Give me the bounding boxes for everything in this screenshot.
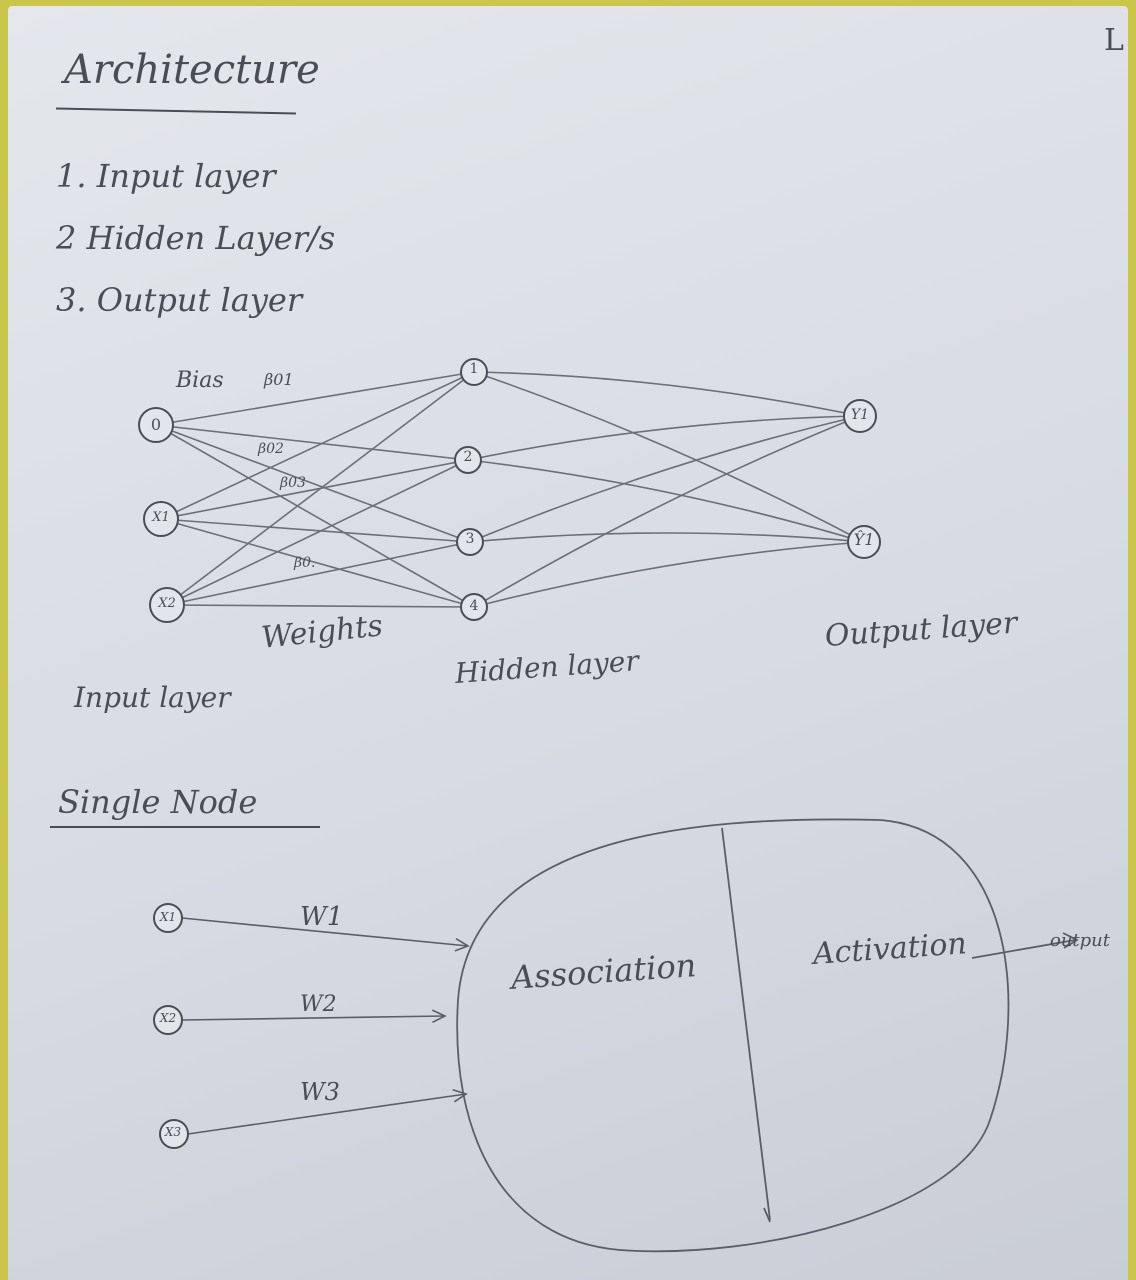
output-label: output (1050, 930, 1111, 951)
bias-weight-3: β03 (280, 475, 306, 491)
divider-arrow-tip (763, 1207, 771, 1223)
single-node-heading: Single Node (58, 783, 258, 821)
network-hidden-node (454, 446, 482, 474)
bias-weight-4: β0. (294, 555, 316, 571)
network-edge (166, 541, 471, 606)
network-node-label: X1 (152, 510, 170, 525)
network-edge (469, 415, 861, 543)
network-input-node (143, 501, 179, 537)
network-node-label: 3 (465, 531, 475, 547)
network-edge (160, 518, 471, 543)
single-node-input-edge (187, 1093, 467, 1135)
single-node-input (159, 1119, 189, 1149)
network-edge (166, 371, 475, 606)
single-node-input-arrowhead (431, 1009, 447, 1023)
network-edge (473, 415, 861, 608)
single-node-input-edge (181, 1015, 446, 1021)
network-hidden-node (460, 593, 488, 621)
network-output-node (843, 399, 877, 433)
bias-label: Bias (176, 368, 224, 393)
single-node-heading-underline (50, 826, 320, 828)
network-node-label: Ŷ1 (853, 530, 875, 549)
single-node-input-edge (181, 917, 469, 947)
single-node-weight-label: W3 (300, 1078, 340, 1106)
network-edge (155, 424, 471, 543)
network-edge (155, 424, 475, 608)
network-node-label: 2 (463, 449, 473, 465)
network-input-node (138, 407, 174, 443)
input-layer-caption: Input layer (74, 681, 231, 714)
network-node-label: X2 (158, 596, 176, 611)
bias-weight-1: β01 (264, 370, 294, 389)
network-node-label: 4 (469, 598, 479, 614)
notebook-page (8, 6, 1128, 1280)
network-edge (473, 371, 861, 417)
network-edge (166, 604, 475, 608)
network-node-label: Y1 (850, 407, 870, 423)
single-node-input-arrowhead (454, 938, 470, 952)
network-edge (160, 459, 469, 520)
corner-mark: L (1104, 23, 1124, 58)
network-input-node (149, 587, 185, 623)
network-edge (166, 459, 469, 606)
layer-list-item-1: 1. Input layer (56, 157, 276, 195)
network-edge (160, 518, 475, 608)
network-node-label: 0 (150, 415, 162, 434)
layer-list-item-3: 3. Output layer (56, 281, 303, 319)
single-node-input-label: X3 (164, 1125, 182, 1139)
network-edge (473, 541, 865, 608)
network-hidden-node (456, 528, 484, 556)
single-node-divider (721, 827, 771, 1221)
network-edge (467, 415, 861, 461)
single-node-input-label: X2 (159, 1011, 177, 1025)
single-node-input (153, 1005, 183, 1035)
network-edge (467, 459, 865, 543)
bias-weight-2: β02 (258, 441, 284, 457)
output-arrow-line (971, 939, 1076, 959)
network-edge (469, 532, 865, 543)
output-arrowhead (1062, 932, 1079, 949)
page-heading: Architecture (64, 47, 320, 93)
network-edge (160, 371, 475, 520)
network-edge (155, 371, 475, 426)
network-output-node (847, 525, 881, 559)
single-node-weight-label: W1 (300, 902, 344, 932)
network-hidden-node (460, 358, 488, 386)
network-edge (473, 371, 865, 543)
network-node-label: 1 (469, 361, 479, 377)
single-node-outline (456, 818, 1010, 1253)
single-node-input (153, 903, 183, 933)
single-node-weight-label: W2 (300, 992, 337, 1017)
single-node-input-label: X1 (159, 910, 177, 924)
network-edge (155, 424, 469, 461)
single-node-input-arrowhead (452, 1089, 468, 1103)
layer-list-item-2: 2 Hidden Layer/s (56, 219, 336, 257)
